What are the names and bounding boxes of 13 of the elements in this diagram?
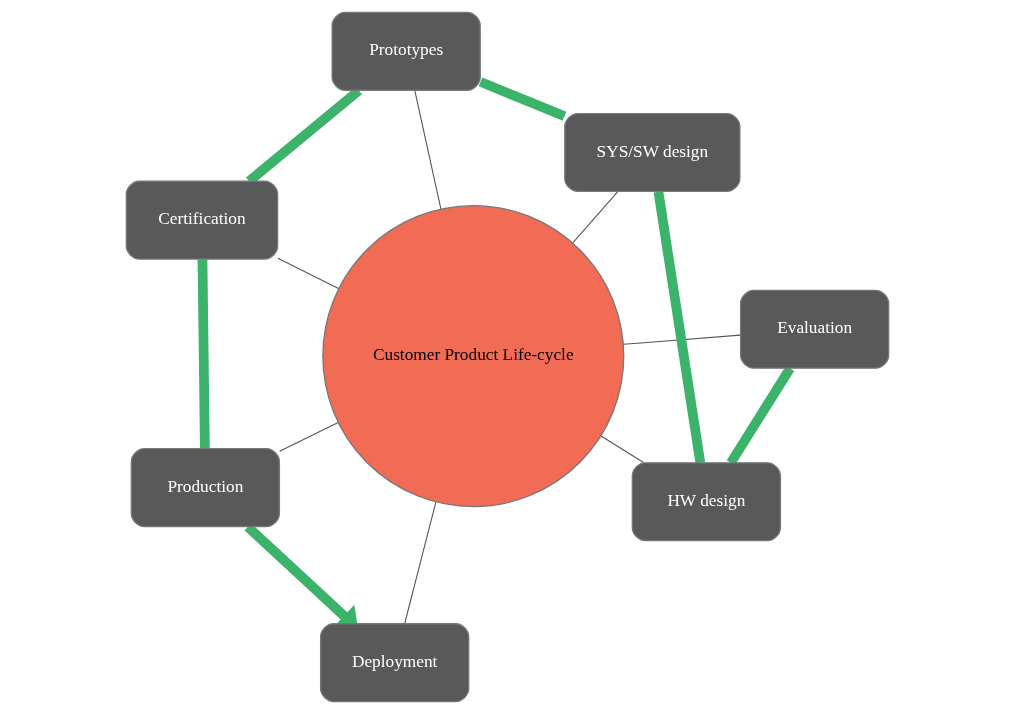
connector [277,257,340,290]
node-box: Prototypes [331,11,481,91]
node-box: Deployment [319,623,470,703]
node-box: SYS/SW design [564,112,741,192]
connector [600,435,645,464]
node-box: HW design [631,462,782,542]
node-box: Production [130,448,281,528]
connector [478,77,567,121]
node-circle: Customer Product Life-cycle [322,205,625,508]
node-box: Certification [125,180,279,260]
connector [279,421,339,452]
connector [197,259,210,449]
node-box: Evaluation [739,289,890,369]
